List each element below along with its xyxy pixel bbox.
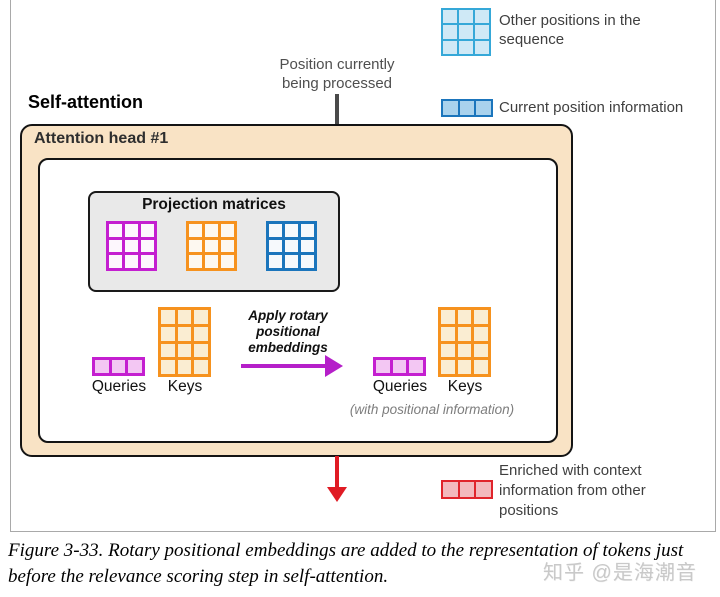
projection-matrix-orange-icon — [186, 221, 237, 271]
down-arrow-gray-shaft — [335, 94, 339, 138]
keys-matrix-left-icon — [158, 307, 211, 377]
legend-current-position-label: Current position information — [499, 99, 684, 116]
queries-row-left-icon — [92, 357, 145, 376]
attention-head-title: Attention head #1 — [34, 130, 169, 147]
keys-left-label: Keys — [167, 378, 203, 395]
projection-matrix-blue-icon — [266, 221, 317, 271]
legend-other-positions-label: Other positions in the sequence — [499, 12, 641, 48]
queries-row-right-icon — [373, 357, 426, 376]
down-arrow-red-shaft — [335, 456, 339, 487]
caption-line-1: Figure 3-33. Rotary positional embedding… — [8, 540, 684, 561]
current-position-row-icon — [441, 99, 493, 117]
down-arrow-red-icon — [327, 487, 347, 502]
projection-matrix-magenta-icon — [106, 221, 157, 271]
enriched-row-icon — [441, 480, 493, 499]
queries-right-label: Queries — [372, 378, 428, 395]
legend-enriched-label: Enriched with context information from o… — [499, 462, 646, 519]
right-arrow-magenta-shaft — [241, 364, 325, 368]
queries-left-label: Queries — [91, 378, 147, 395]
caption-line-2: before the relevance scoring step in sel… — [8, 566, 389, 587]
other-positions-matrix-icon — [441, 8, 491, 56]
section-title: Self-attention — [28, 92, 143, 112]
apply-rotary-label: Apply rotary positional embeddings — [248, 308, 328, 355]
keys-matrix-right-icon — [438, 307, 491, 377]
watermark: 知乎 @是海潮音 — [543, 562, 697, 584]
figure-caption: Figure 3-33. Rotary positional embedding… — [8, 538, 720, 590]
positional-information-note: (with positional information) — [349, 402, 515, 417]
position-processing-annotation: Position currently being processed — [279, 56, 395, 92]
figure-frame — [10, 0, 716, 532]
projection-matrices-title: Projection matrices — [142, 196, 286, 213]
right-arrow-magenta-icon — [325, 355, 343, 377]
keys-right-label: Keys — [447, 378, 483, 395]
